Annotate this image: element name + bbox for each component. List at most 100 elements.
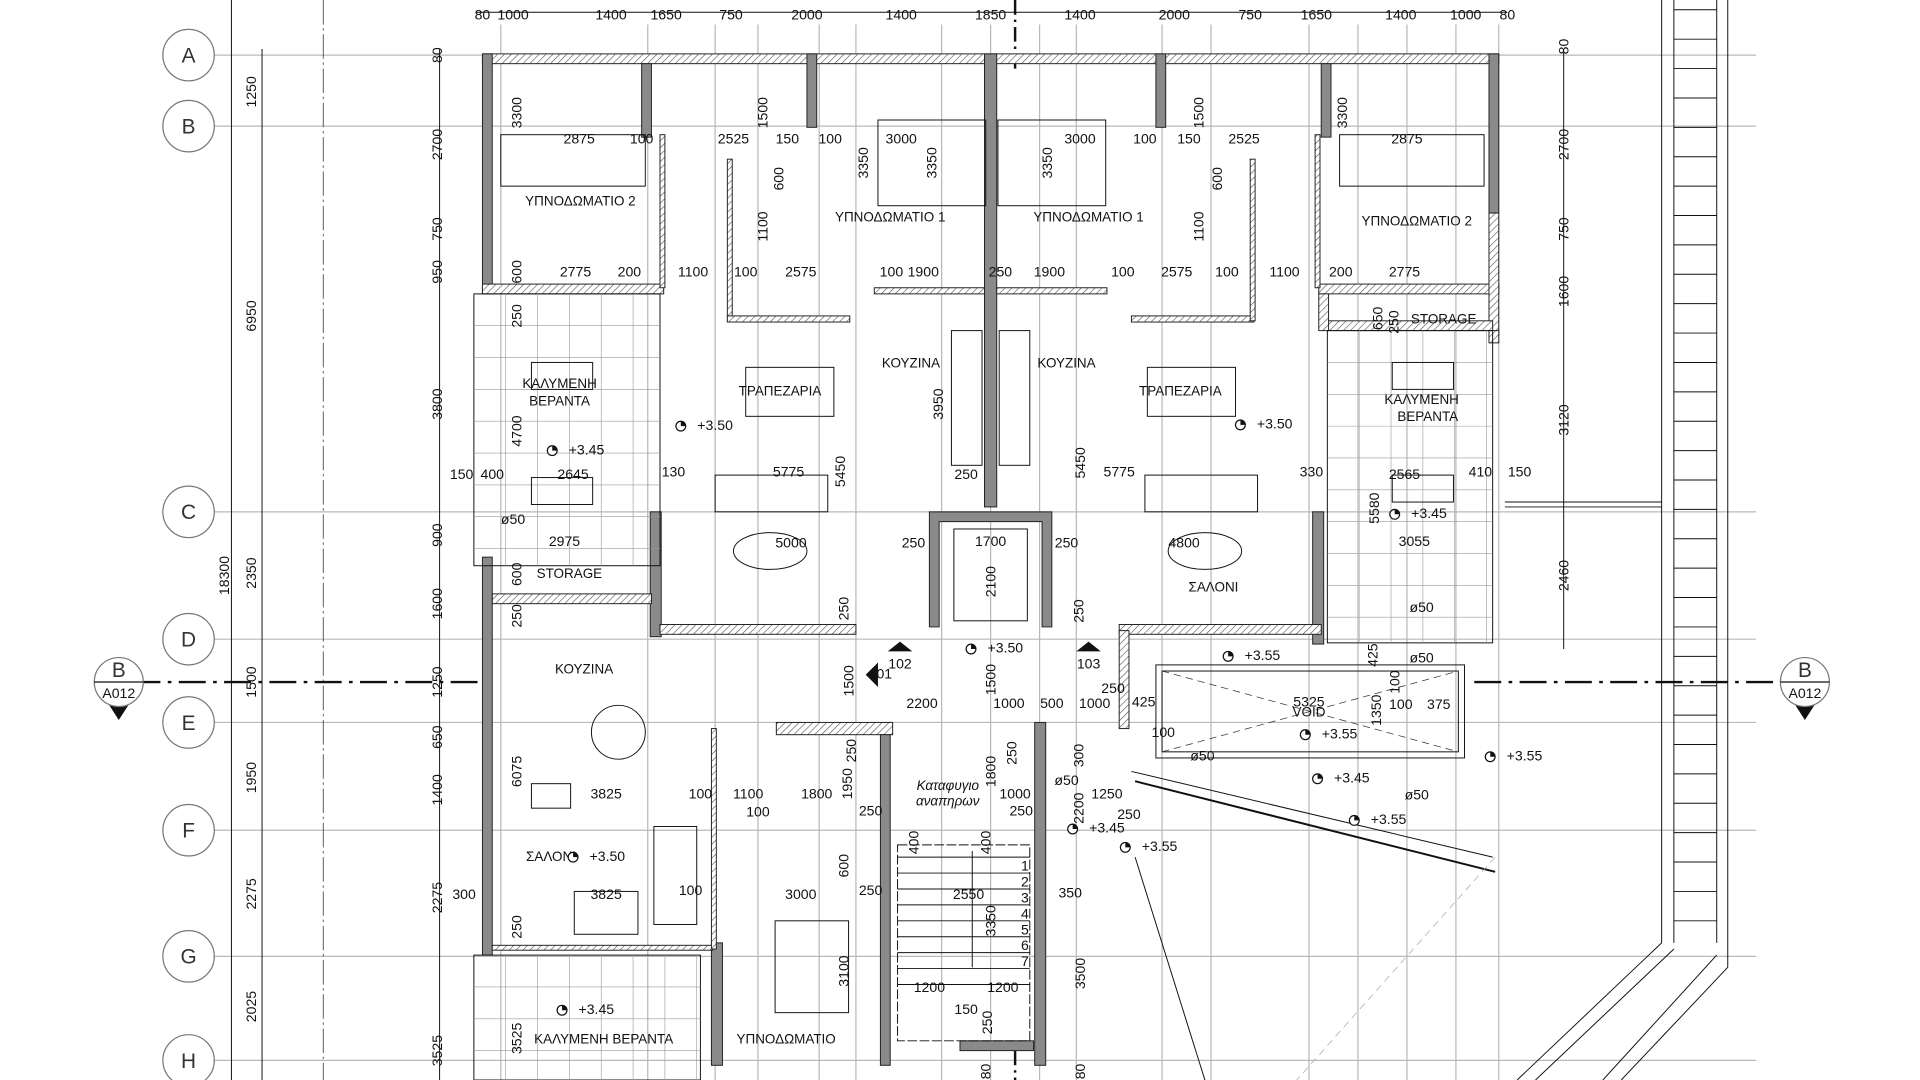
left-inner-dimension: 1400 bbox=[429, 774, 445, 805]
dimension-label: 6075 bbox=[509, 756, 525, 787]
dimension-label: 1500 bbox=[840, 665, 856, 696]
grid-row-label: G bbox=[180, 946, 196, 969]
entrance-arrow-icon bbox=[1076, 641, 1101, 652]
level-marker-icon bbox=[552, 445, 558, 451]
dimension-label: 1500 bbox=[755, 97, 771, 128]
right-dimension: 80 bbox=[1556, 39, 1572, 55]
level-marker-icon bbox=[680, 421, 686, 427]
dimension-label: 500 bbox=[1040, 695, 1064, 711]
top-dimension: 1400 bbox=[886, 7, 917, 23]
level-marker-icon bbox=[1072, 824, 1078, 829]
top-dimension: 80 bbox=[1500, 7, 1516, 23]
top-dimension: 80 bbox=[475, 7, 491, 23]
top-dimension: 1000 bbox=[497, 7, 528, 23]
dimension-label: 1100 bbox=[678, 264, 708, 280]
left-inner-dimension: 750 bbox=[429, 217, 445, 241]
top-dimension: 1650 bbox=[650, 7, 681, 23]
left-inner-dimension: 650 bbox=[429, 725, 445, 749]
dimension-label: 3000 bbox=[1064, 130, 1095, 146]
dimension-label: 250 bbox=[1003, 741, 1019, 765]
dimension-label: 2975 bbox=[549, 533, 580, 549]
dimension-label: 200 bbox=[618, 264, 642, 280]
dimension-label: 5580 bbox=[1366, 492, 1382, 523]
dimension-label: 130 bbox=[662, 463, 686, 479]
grid-bubble bbox=[162, 803, 215, 857]
section-marker-left[interactable]: B A012 bbox=[93, 656, 144, 720]
dimension-label: 3350 bbox=[924, 147, 940, 178]
drain-label: ø50 bbox=[1405, 787, 1429, 803]
staircase bbox=[897, 844, 1031, 1042]
left-inner-dimension: 950 bbox=[429, 260, 445, 284]
drain-label: ø50 bbox=[1190, 747, 1214, 763]
level-marker-icon bbox=[562, 1005, 567, 1011]
elevation-label: +3.55 bbox=[1142, 838, 1178, 854]
dimension-label: 150 bbox=[1177, 130, 1201, 146]
dimension-label: 1250 bbox=[1091, 785, 1122, 801]
drain-label: ø50 bbox=[501, 511, 525, 527]
room-label: ΒΕΡΑΝΤΑ bbox=[1397, 409, 1458, 424]
balconies bbox=[473, 293, 1494, 1080]
dimension-label: 3000 bbox=[886, 130, 917, 146]
dimension-label: 2200 bbox=[906, 695, 937, 711]
dimension-label: 100 bbox=[1152, 724, 1176, 740]
dimension-label: 1200 bbox=[987, 979, 1018, 995]
grid-bubble bbox=[162, 99, 215, 153]
elevation-label: +3.50 bbox=[1257, 416, 1293, 432]
grid-bubble bbox=[162, 1034, 215, 1080]
right-dimension: 3120 bbox=[1556, 404, 1572, 435]
dimension-label: 1500 bbox=[1191, 97, 1207, 128]
dimension-label: 100 bbox=[1111, 264, 1135, 280]
dimension-label: 5000 bbox=[775, 534, 806, 550]
room-label: ΥΠΝΟΔΩΜΑΤΙΟ 1 bbox=[835, 210, 945, 225]
dimension-label: 250 bbox=[979, 1011, 995, 1035]
dimension-label: 600 bbox=[509, 562, 525, 586]
dimension-label: 3525 bbox=[509, 1023, 525, 1054]
dimension-label: 3000 bbox=[785, 886, 816, 902]
elevation-label: +3.50 bbox=[697, 417, 733, 433]
dimension-label: 600 bbox=[509, 260, 525, 284]
dimension-label: 100 bbox=[818, 130, 842, 146]
dimension-label: 1000 bbox=[993, 695, 1024, 711]
drain-label: ø50 bbox=[1409, 599, 1433, 615]
dimension-label: 100 bbox=[689, 785, 713, 801]
level-marker-icon bbox=[1240, 420, 1246, 425]
dimension-label: 2875 bbox=[1391, 130, 1422, 146]
dimension-label: 2875 bbox=[564, 130, 595, 146]
dimension-label: 250 bbox=[836, 597, 852, 621]
elevation-label: +3.45 bbox=[579, 1001, 615, 1017]
room-label: ΚΑΛΥΜΕΝΗ ΒΕΡΑΝΤΑ bbox=[534, 1031, 673, 1046]
top-dimension: 750 bbox=[719, 7, 743, 23]
dimension-label: 100 bbox=[1389, 696, 1413, 712]
dimension-label: 1100 bbox=[755, 211, 771, 241]
room-label: ΒΕΡΑΝΤΑ bbox=[529, 393, 590, 408]
dimension-label: 3300 bbox=[1334, 97, 1350, 128]
top-dimension: 1400 bbox=[1064, 7, 1095, 23]
left-inner-dimension: 900 bbox=[429, 523, 445, 547]
dimension-label: 2100 bbox=[983, 566, 999, 597]
entrance-arrow-icon bbox=[887, 641, 913, 652]
dimension-label: 2645 bbox=[557, 466, 588, 482]
dimension-label: 150 bbox=[776, 130, 800, 146]
grid-row-label: B bbox=[182, 115, 196, 138]
dimension-label: 350 bbox=[1058, 885, 1082, 901]
elevation-label: +3.45 bbox=[1089, 820, 1125, 836]
dimension-label: 250 bbox=[954, 466, 978, 482]
top-dimension: 1400 bbox=[1385, 7, 1416, 23]
elevation-label: +3.50 bbox=[590, 848, 626, 864]
dimension-label: 150 bbox=[450, 466, 474, 482]
dimension-label: 1700 bbox=[975, 533, 1006, 549]
elevation-label: +3.55 bbox=[1507, 747, 1543, 763]
dimension-label: 1200 bbox=[914, 979, 945, 995]
left-inner-dimension: 3525 bbox=[429, 1035, 445, 1066]
room-label: ΤΡΑΠΕΖΑΡΙΑ bbox=[739, 384, 822, 399]
dimension-label: 250 bbox=[509, 604, 525, 628]
stair-step-number: 5 bbox=[1021, 921, 1029, 937]
dimension-label: 400 bbox=[480, 466, 504, 482]
door-tag: 101 bbox=[869, 665, 893, 681]
dimension-label: 250 bbox=[1071, 599, 1087, 623]
dimension-label: 1100 bbox=[1191, 211, 1207, 241]
left-inner-dimension: 3800 bbox=[429, 388, 445, 419]
section-marker-right[interactable]: B A012 bbox=[1779, 656, 1830, 720]
left-outer-dimension: 1500 bbox=[243, 666, 259, 697]
